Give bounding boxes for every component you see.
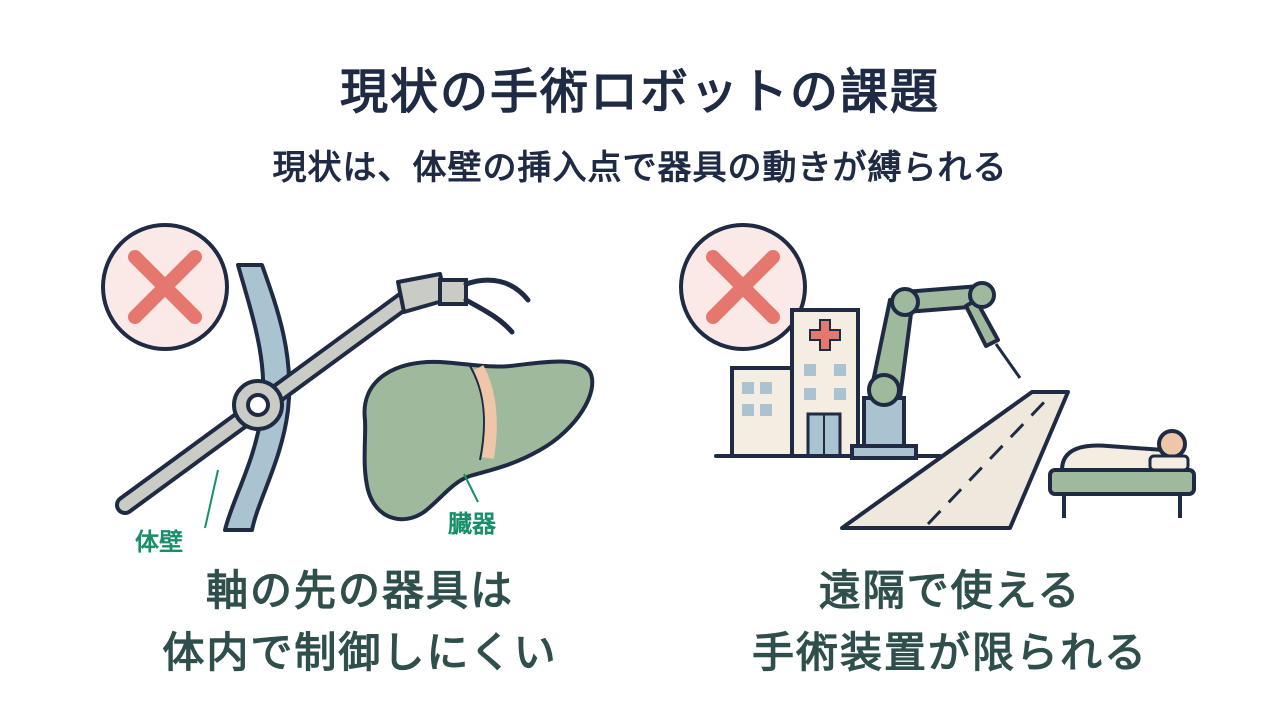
- label-organ: 臓器: [448, 510, 496, 538]
- robot-arm-icon: [850, 281, 1022, 460]
- body-wall-icon: [223, 263, 292, 532]
- left-caption-line1: 軸の先の器具は: [205, 566, 514, 615]
- left-caption-line2: 体内で制御しにくい: [162, 628, 558, 677]
- wall-leader-line: [204, 469, 219, 529]
- left-cross-icon: [101, 223, 229, 351]
- left-caption: 軸の先の器具は 体内で制御しにくい: [110, 560, 610, 684]
- hospital-icon: [714, 308, 942, 458]
- right-caption-line1: 遠隔で使える: [818, 566, 1082, 615]
- organ-liver-icon: [362, 359, 595, 522]
- right-cross-icon: [679, 223, 807, 351]
- page-subtitle: 現状は、体壁の挿入点で器具の動きが縛られる: [272, 148, 1008, 188]
- patient-bed-icon: [1048, 429, 1196, 518]
- organ-leader-line: [463, 473, 479, 503]
- right-caption-line2: 手術装置が限られる: [751, 628, 1148, 677]
- label-body-wall: 体壁: [135, 528, 183, 556]
- insertion-point-icon: [232, 379, 284, 431]
- road-icon: [840, 390, 1070, 530]
- instrument-gripper-icon: [396, 272, 531, 335]
- right-caption: 遠隔で使える 手術装置が限られる: [700, 560, 1200, 684]
- page-title: 現状の手術ロボットの課題: [339, 64, 940, 120]
